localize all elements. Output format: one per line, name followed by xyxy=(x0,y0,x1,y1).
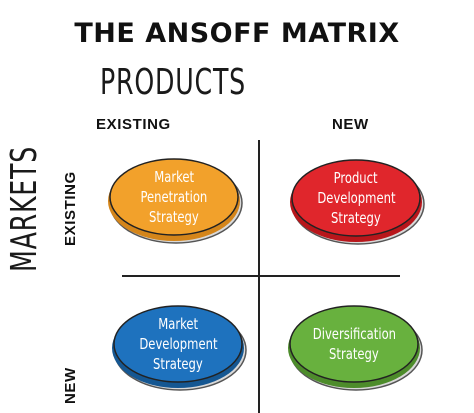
quadrant-disc-shape xyxy=(112,305,247,391)
markets-axis-label: MARKETS xyxy=(4,145,45,272)
quadrant-product-development: Product Development Strategy xyxy=(286,156,426,252)
quadrant-label-line: Strategy xyxy=(153,355,203,373)
quadrant-label-line: Strategy xyxy=(331,209,381,227)
quadrant-label: Market Development Strategy xyxy=(114,302,242,386)
quadrant-disc-shape xyxy=(288,305,423,391)
quadrant-label-line: Product xyxy=(333,169,379,187)
products-axis-label: PRODUCTS xyxy=(100,62,246,103)
quadrant-label-line: Development xyxy=(316,189,396,207)
row-label-new: NEW xyxy=(62,367,79,404)
quadrant-label: Product Development Strategy xyxy=(292,156,420,240)
quadrant-label-line: Market xyxy=(154,168,194,186)
column-label-new: NEW xyxy=(332,116,369,133)
quadrant-label-line: Strategy xyxy=(329,345,379,363)
quadrant-label-line: Market xyxy=(158,315,198,333)
quadrant-label-line: Diversification xyxy=(312,325,396,343)
quadrant-market-penetration: Market Penetration Strategy xyxy=(104,155,244,251)
quadrant-label-line: Development xyxy=(138,335,218,353)
quadrant-label-line: Strategy xyxy=(149,208,199,226)
horizontal-divider xyxy=(122,275,400,277)
quadrant-label-line: Penetration xyxy=(140,188,208,206)
figure-title: THE ANSOFF MATRIX xyxy=(74,18,400,49)
quadrant-disc-shape xyxy=(108,158,243,244)
column-label-existing: EXISTING xyxy=(96,116,171,133)
quadrant-diversification: Diversification Strategy xyxy=(284,302,424,398)
quadrant-label: Diversification Strategy xyxy=(290,302,418,386)
quadrant-label: Market Penetration Strategy xyxy=(110,155,238,239)
row-label-existing: EXISTING xyxy=(62,171,79,246)
quadrant-disc-shape xyxy=(290,159,425,245)
quadrant-market-development: Market Development Strategy xyxy=(108,302,248,398)
